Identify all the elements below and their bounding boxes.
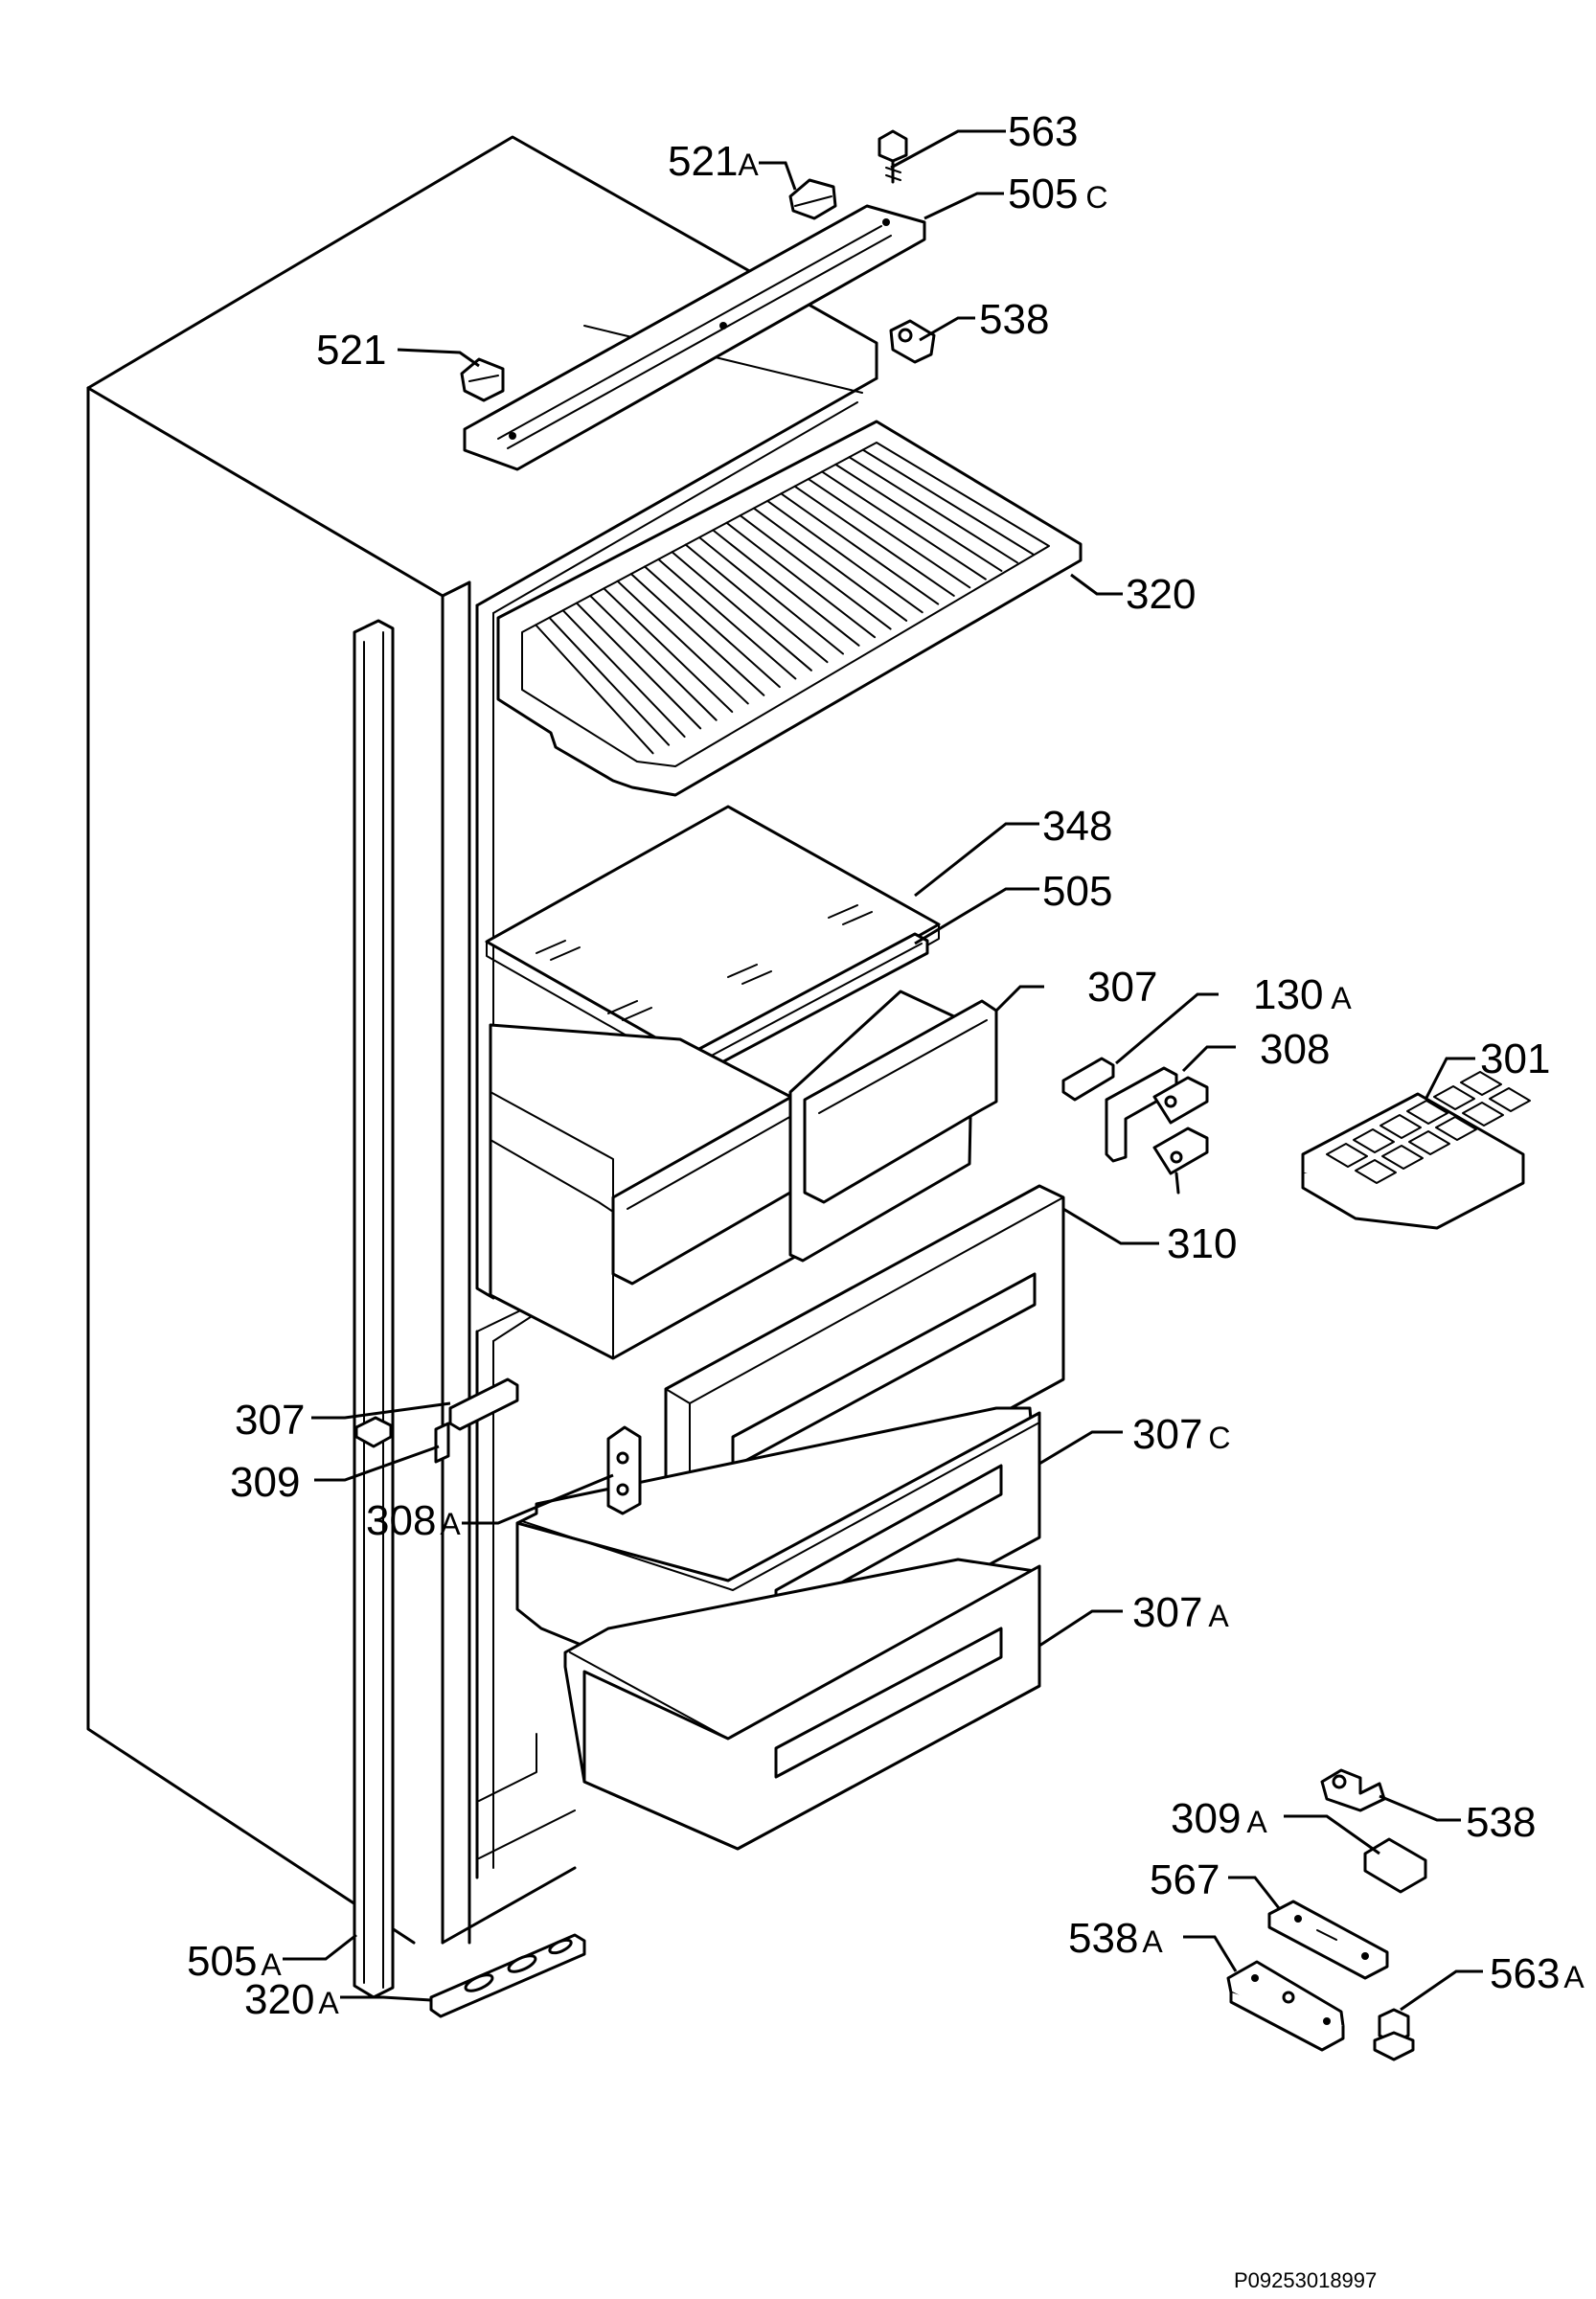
label-567: 567 [1150, 1856, 1220, 1903]
ice-cell [1379, 1114, 1422, 1139]
reference-code: P09253018997 [1234, 2268, 1377, 2292]
rail-guide-307-left [434, 1377, 519, 1464]
label-309: 309 [230, 1459, 300, 1506]
label-348: 348 [1042, 803, 1112, 850]
ice-cell [1381, 1145, 1424, 1170]
label-563: 563 [1008, 108, 1078, 155]
shelf-rib [561, 609, 686, 739]
shelf-rib [780, 492, 940, 605]
shelf-rib [752, 507, 908, 622]
shelf-rib [848, 456, 1018, 564]
ice-cell [1460, 1071, 1502, 1096]
label-320: 320 [1126, 571, 1196, 618]
label-538-bottom: 538 [1466, 1799, 1536, 1846]
shelf-rib [589, 594, 718, 721]
ice-cell [1326, 1143, 1368, 1168]
ice-cell [1462, 1102, 1504, 1127]
spacer-130a [1061, 1057, 1115, 1102]
shelf-rib [861, 448, 1035, 556]
shelf-rib [698, 536, 844, 655]
label-521a: 521A [668, 138, 759, 185]
label-308: 308 [1260, 1026, 1330, 1073]
freezer-drawer-307a [563, 1558, 1041, 1851]
cover-cap-521 [460, 357, 505, 402]
shelf-rib [657, 558, 797, 680]
shelf-rib [575, 602, 702, 730]
bracket-308a [606, 1425, 642, 1515]
shelf-rib [616, 580, 749, 705]
door-seal-505a [353, 619, 395, 1999]
plate-567 [1267, 1900, 1389, 1980]
leader-lines [283, 129, 1483, 2012]
shelf-rib [644, 565, 781, 689]
shelf-rib [793, 485, 955, 597]
ice-cube-tray-301 [1301, 1071, 1531, 1230]
bracket-538a [1226, 1960, 1345, 2052]
shelf-rib [684, 543, 829, 664]
label-521: 521 [316, 327, 386, 374]
shelf-rib [629, 573, 765, 696]
screw-563 [878, 129, 908, 184]
label-310: 310 [1167, 1220, 1237, 1267]
shelf-rib [807, 478, 971, 589]
ice-cell [1353, 1128, 1395, 1153]
shelf-rib [766, 499, 923, 614]
hinge-pin-538 [889, 319, 936, 364]
shelf-rib [834, 463, 1003, 572]
screw-563a [1373, 2008, 1415, 2061]
ice-cell [1406, 1100, 1448, 1125]
label-538-top: 538 [979, 296, 1049, 343]
ice-cell [1433, 1085, 1475, 1110]
label-307-right: 307 [1087, 964, 1157, 1011]
shelf-rib [548, 616, 671, 746]
ice-cell [1355, 1159, 1397, 1184]
shelf-rib [535, 624, 654, 755]
ice-cell [1435, 1116, 1477, 1141]
cover-cap-521a [788, 178, 837, 220]
shelf-rib [725, 521, 877, 639]
label-307-left: 307 [235, 1397, 305, 1444]
wire-shelf-320 [496, 420, 1083, 797]
label-505: 505 [1042, 868, 1112, 915]
shelf-rib [739, 514, 892, 630]
shelf-rib [821, 470, 987, 580]
hinge-pin-538-bottom [1320, 1768, 1386, 1812]
hinge-308 [1105, 1066, 1209, 1195]
shelf-rib [712, 529, 860, 647]
ice-cell [1408, 1130, 1450, 1155]
top-hinge-bar-505c [463, 204, 926, 471]
shelf-rib [671, 551, 812, 671]
ice-cell [1489, 1087, 1531, 1112]
crisper-drawer-right [788, 990, 998, 1263]
cover-309a [1363, 1837, 1427, 1894]
shelf-rib [603, 587, 734, 714]
rail-320a [429, 1933, 586, 2018]
label-301: 301 [1480, 1036, 1550, 1082]
crisper-drawer-left [489, 1023, 814, 1360]
